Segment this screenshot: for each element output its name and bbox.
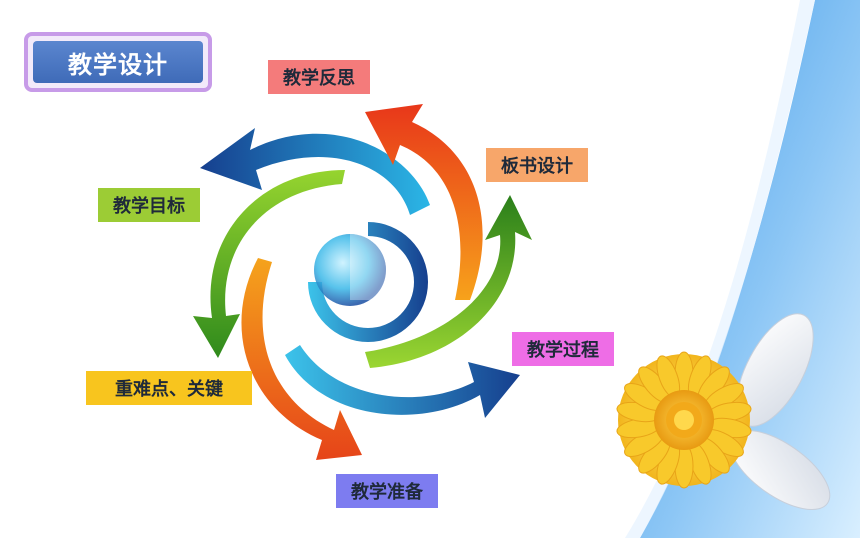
flower-icon: [616, 351, 752, 489]
center-ring-icon: [308, 222, 428, 342]
page-title: 教学设计: [33, 41, 203, 83]
arrow-to-preparation-icon: [241, 258, 362, 460]
title-box: 教学设计: [24, 32, 212, 92]
label-process: 教学过程: [512, 332, 614, 366]
arrow-to-goals-icon: [200, 128, 430, 215]
label-board: 板书设计: [486, 148, 588, 182]
arrow-to-reflection-icon: [365, 104, 483, 300]
label-preparation: 教学准备: [336, 474, 438, 508]
sky-swoosh: [640, 0, 860, 538]
arrow-to-process-icon: [285, 345, 520, 418]
label-reflection: 教学反思: [268, 60, 370, 94]
label-goals: 教学目标: [98, 188, 200, 222]
arrow-to-keypoints-icon: [193, 170, 345, 358]
arrow-to-board-icon: [365, 195, 532, 368]
label-keypoints: 重难点、关键: [86, 371, 252, 405]
